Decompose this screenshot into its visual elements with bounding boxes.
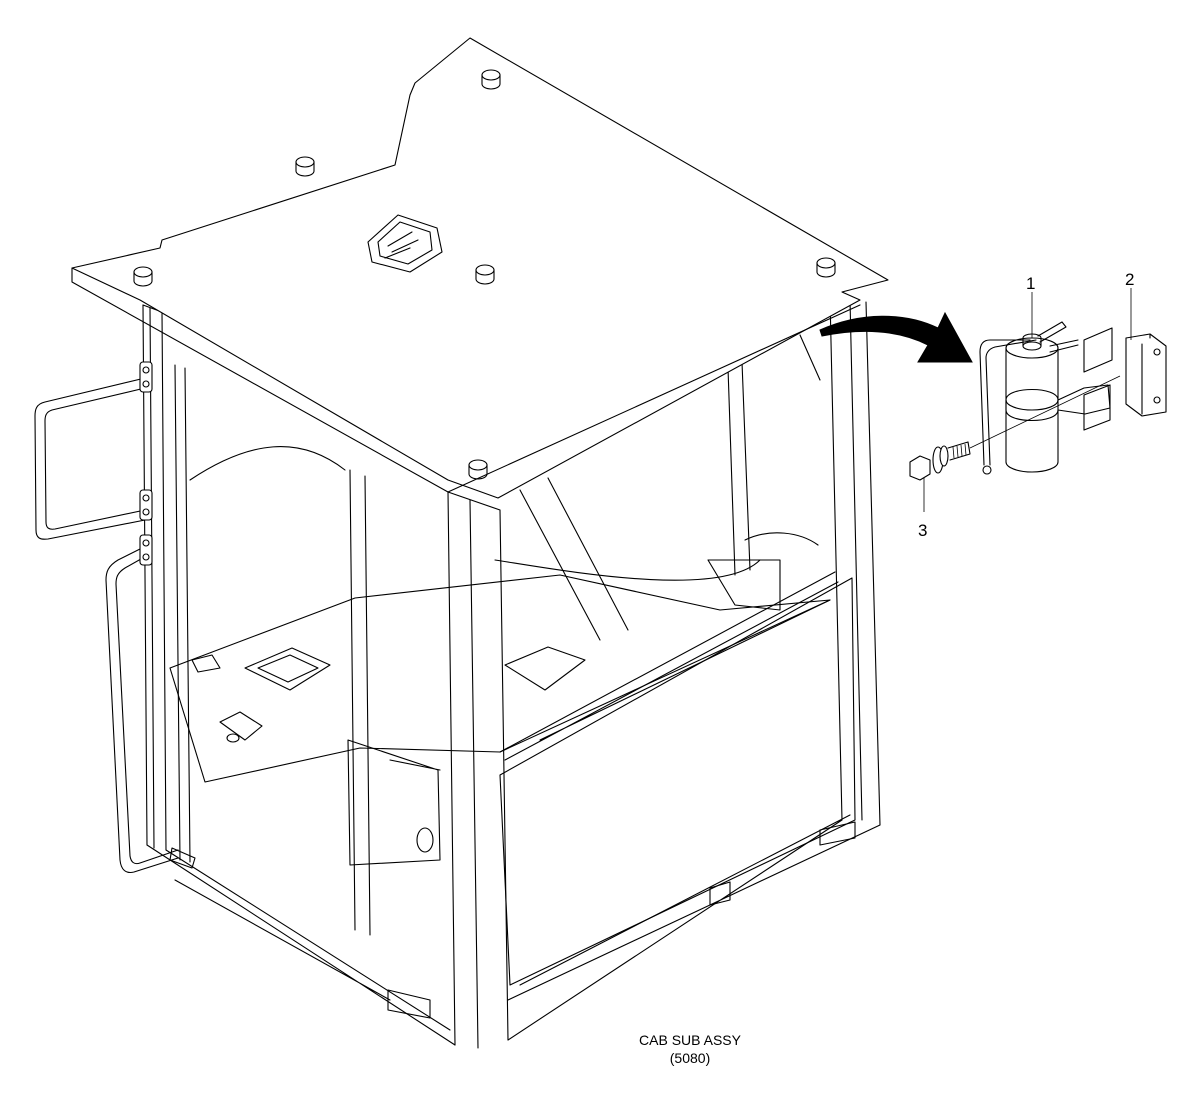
clamp-band <box>1005 327 1113 431</box>
door-lock <box>416 827 434 853</box>
floor-cutout-right <box>504 646 586 691</box>
callout-1: 1 <box>1026 274 1035 293</box>
front-panel-ledge <box>499 571 839 761</box>
handrails <box>34 361 196 874</box>
cab-roof <box>71 37 889 499</box>
callout-3: 3 <box>918 521 927 540</box>
caption-title: CAB SUB ASSY <box>639 1032 742 1048</box>
roof-edge <box>71 267 861 493</box>
rail-brackets <box>139 361 196 869</box>
caption-code: (5080) <box>670 1050 710 1066</box>
part-3-bolt <box>909 441 971 481</box>
right-front-post <box>829 297 881 826</box>
callout-2: 2 <box>1125 270 1134 289</box>
rear-strut <box>519 334 821 641</box>
lower-frame-right <box>507 814 881 1041</box>
floor-cutout-small <box>191 654 263 741</box>
cab-frame <box>142 297 881 1049</box>
roof-mount-bosses <box>133 69 836 480</box>
seat-box <box>707 532 819 611</box>
rear-pillar <box>727 361 751 576</box>
floor-hole <box>226 733 240 743</box>
left-front-post <box>142 304 167 851</box>
upper-handrail <box>34 377 146 540</box>
roof-hatch <box>367 214 443 273</box>
detail-arrow <box>819 311 973 363</box>
lower-handrail <box>105 544 179 874</box>
floor-cutout-left <box>244 647 331 691</box>
roof-hatch-handle <box>384 231 419 259</box>
door-frame-left <box>174 364 191 863</box>
front-panel <box>499 577 856 986</box>
part-2-bracket <box>1125 333 1167 417</box>
front-pillar <box>349 469 371 936</box>
receiver-drier-detail: 1 2 3 <box>909 270 1167 540</box>
lower-frame-left <box>146 844 456 1046</box>
floor-plate <box>169 574 831 783</box>
center-front-post <box>447 491 509 1049</box>
foot-pads <box>387 821 856 1019</box>
bolt-axis <box>969 375 1121 449</box>
rear-sill <box>189 446 761 581</box>
door-latch <box>347 739 441 866</box>
